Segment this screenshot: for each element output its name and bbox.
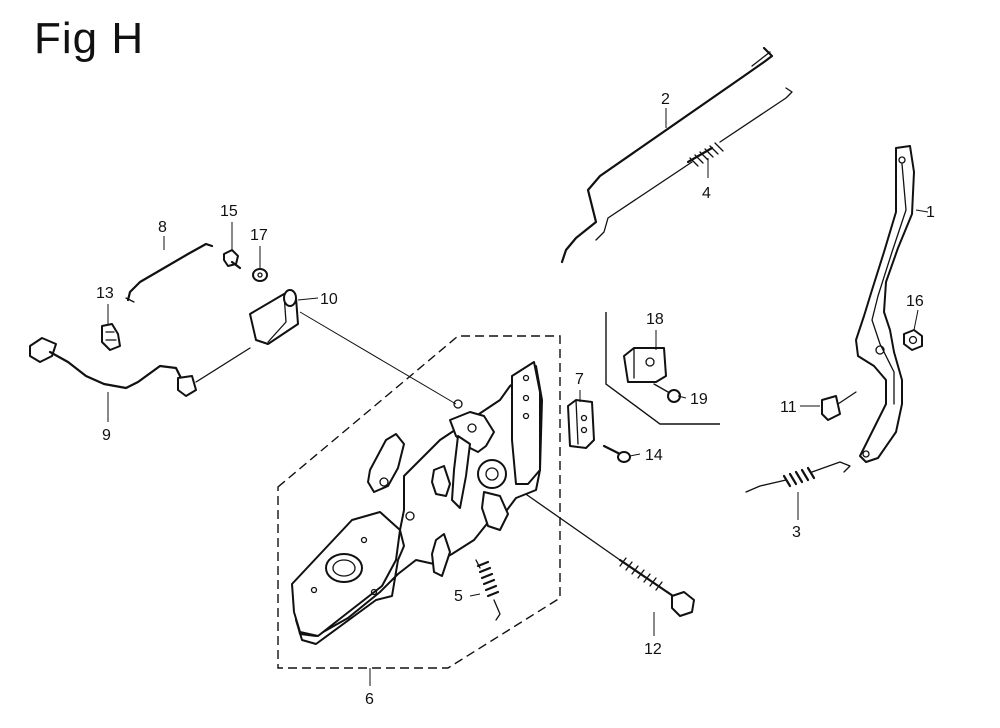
cable-bracket[interactable] [623, 347, 667, 383]
choke-rod[interactable] [125, 242, 214, 303]
ground-wire[interactable] [29, 337, 251, 397]
callout-15: 15 [220, 203, 238, 220]
control-lever[interactable] [855, 145, 915, 463]
governor-rod[interactable] [560, 46, 774, 264]
control-base-plate[interactable] [291, 361, 543, 645]
callout-18: 18 [646, 311, 664, 328]
wire-clip[interactable] [101, 323, 121, 351]
callout-1: 1 [926, 204, 935, 221]
cable-clamp-block[interactable] [567, 399, 595, 449]
lock-nut[interactable] [903, 329, 923, 351]
callout-17: 17 [250, 227, 268, 244]
small-bolt[interactable] [223, 249, 242, 270]
callout-3: 3 [792, 524, 801, 541]
callout-16: 16 [906, 293, 924, 310]
callout-leaders [107, 108, 929, 686]
washer[interactable] [252, 268, 268, 282]
bracket-subassembly-frame [605, 312, 720, 425]
callout-6: 6 [365, 691, 374, 708]
callout-14: 14 [645, 447, 663, 464]
control-spring[interactable] [475, 559, 501, 621]
callout-11: 11 [780, 399, 797, 416]
mounting-bolt[interactable] [519, 489, 695, 617]
figure-title: Fig H [34, 14, 145, 63]
cable-holder[interactable] [249, 289, 299, 345]
lever-clip[interactable] [821, 391, 857, 421]
callout-7: 7 [575, 371, 584, 388]
governor-spring-link[interactable] [595, 87, 793, 241]
control-base-frame [277, 335, 561, 669]
callout-4: 4 [702, 185, 711, 202]
callout-19: 19 [690, 391, 708, 408]
callout-10: 10 [320, 291, 338, 308]
bracket-bolt[interactable] [653, 383, 681, 403]
callout-5: 5 [454, 588, 463, 605]
callout-8: 8 [158, 219, 167, 236]
callout-9: 9 [102, 427, 111, 444]
callout-12: 12 [644, 641, 662, 658]
callout-13: 13 [96, 285, 114, 302]
callout-2: 2 [661, 91, 670, 108]
return-spring[interactable] [745, 461, 851, 493]
clamp-screw[interactable] [602, 444, 631, 463]
